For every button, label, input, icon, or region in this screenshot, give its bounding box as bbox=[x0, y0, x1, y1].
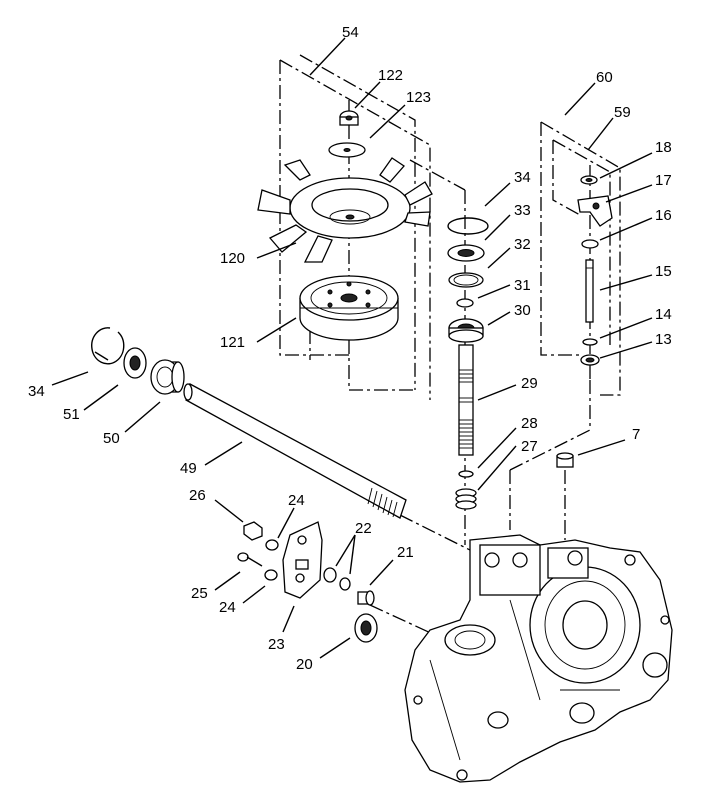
part-24-washer-lower bbox=[264, 569, 278, 581]
part-32-oring bbox=[448, 272, 484, 288]
callout-24-upper: 24 bbox=[288, 492, 305, 509]
part-20-seal bbox=[354, 613, 378, 643]
callout-20: 20 bbox=[296, 656, 313, 673]
callout-28: 28 bbox=[521, 415, 538, 432]
part-7-plug bbox=[556, 452, 574, 468]
part-33-seal bbox=[447, 244, 485, 262]
part-26-nut bbox=[243, 521, 263, 541]
part-27-spring bbox=[455, 488, 477, 510]
callout-54: 54 bbox=[342, 24, 359, 41]
part-14-ring bbox=[582, 338, 598, 346]
callout-60: 60 bbox=[596, 69, 613, 86]
part-121-pulley bbox=[299, 275, 399, 341]
group-60-outline bbox=[540, 121, 621, 396]
callout-18: 18 bbox=[655, 139, 672, 156]
callout-34-upper: 34 bbox=[514, 169, 531, 186]
part-16-oring bbox=[581, 239, 599, 249]
part-21-pin bbox=[357, 590, 375, 606]
part-50-bearing bbox=[150, 359, 185, 395]
callout-27: 27 bbox=[521, 438, 538, 455]
part-13-bushing bbox=[580, 354, 600, 366]
part-120-fan bbox=[257, 157, 433, 263]
callout-59: 59 bbox=[614, 104, 631, 121]
part-51-seal bbox=[123, 347, 147, 379]
callout-21: 21 bbox=[397, 544, 414, 561]
part-28-ring bbox=[458, 470, 474, 478]
callout-15: 15 bbox=[655, 263, 672, 280]
callout-13: 13 bbox=[655, 331, 672, 348]
callout-32: 32 bbox=[514, 236, 531, 253]
callout-23: 23 bbox=[268, 636, 285, 653]
callout-29: 29 bbox=[521, 375, 538, 392]
callout-123: 123 bbox=[406, 89, 431, 106]
part-123-washer bbox=[328, 142, 366, 158]
part-23-bracket bbox=[282, 521, 323, 599]
callout-31: 31 bbox=[514, 277, 531, 294]
part-30-bearing bbox=[448, 318, 484, 343]
part-49-axle bbox=[183, 383, 407, 519]
part-22-washers bbox=[323, 567, 351, 591]
callout-25: 25 bbox=[191, 585, 208, 602]
callout-7: 7 bbox=[632, 426, 640, 443]
callout-22: 22 bbox=[355, 520, 372, 537]
part-24-washer-upper bbox=[265, 539, 279, 551]
callout-16: 16 bbox=[655, 207, 672, 224]
callout-33: 33 bbox=[514, 202, 531, 219]
callout-14: 14 bbox=[655, 306, 672, 323]
part-122-nut bbox=[339, 110, 359, 126]
part-15-shaft bbox=[585, 259, 594, 323]
part-31-ring bbox=[456, 298, 474, 308]
callout-labels: 54 122 123 60 59 18 17 16 34 33 32 31 30… bbox=[28, 24, 672, 673]
part-34-snap-ring-lower bbox=[91, 327, 125, 365]
callout-26: 26 bbox=[189, 487, 206, 504]
part-34-snap-ring-upper bbox=[447, 217, 489, 235]
callout-49: 49 bbox=[180, 460, 197, 477]
leader-lines bbox=[51, 37, 653, 659]
part-18-ring bbox=[580, 175, 598, 185]
part-17-lever bbox=[577, 195, 613, 227]
callout-17: 17 bbox=[655, 172, 672, 189]
part-29-input-shaft bbox=[458, 344, 474, 456]
callout-50: 50 bbox=[103, 430, 120, 447]
callout-121: 121 bbox=[220, 334, 245, 351]
callout-51: 51 bbox=[63, 406, 80, 423]
callout-122: 122 bbox=[378, 67, 403, 84]
callout-24-lower: 24 bbox=[219, 599, 236, 616]
part-25-bolt bbox=[237, 552, 263, 567]
callout-34-lower: 34 bbox=[28, 383, 45, 400]
transmission-housing bbox=[404, 534, 673, 783]
callout-30: 30 bbox=[514, 302, 531, 319]
group-54-outline bbox=[279, 54, 431, 400]
callout-120: 120 bbox=[220, 250, 245, 267]
